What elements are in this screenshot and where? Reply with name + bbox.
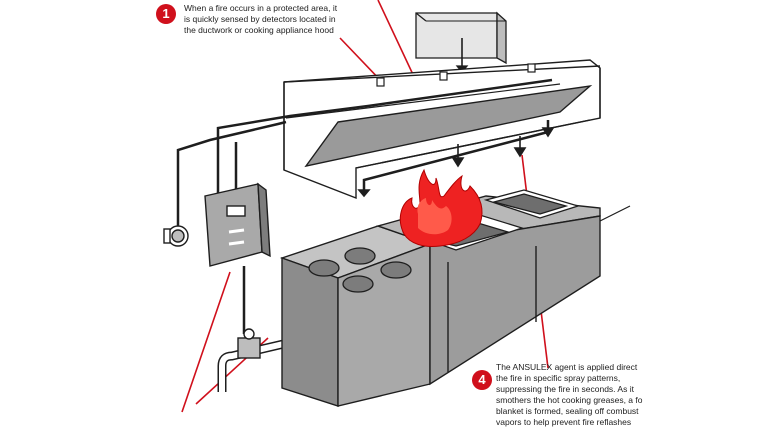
callout-badge-4: 4 (472, 370, 492, 390)
nozzle-icon (357, 120, 555, 198)
callout-1-line: the ductwork or cooking appliance hood (184, 25, 334, 35)
leader-line-panel-a (181, 271, 231, 413)
callout-4-line: smothers the hot cooking greases, a fo (496, 395, 643, 405)
callout-1-line: is quickly sensed by detectors located i… (184, 14, 336, 24)
hood-icon (283, 59, 601, 200)
flame-icon (399, 168, 483, 247)
control-panel-icon (204, 182, 271, 334)
callout-4-line: blanket is formed, sealing off combust (496, 406, 639, 416)
manual-pull-station-icon (163, 225, 189, 247)
callout-4-line: vapors to help prevent fire reflashes (496, 417, 632, 427)
detector-icon (376, 63, 536, 87)
callout-text-1: When a fire occurs in a protected area, … (184, 3, 337, 36)
callout-text-4: The ANSULEX agent is applied direct the … (496, 362, 642, 428)
callout-4-line: The ANSULEX agent is applied direct (496, 362, 638, 372)
callout-4-line: suppressing the fire in seconds. As it (496, 384, 634, 394)
callout-badge-1: 1 (156, 4, 176, 24)
duct-icon (415, 11, 507, 74)
callout-4-line: the fire in specific spray patterns, (496, 373, 621, 383)
callout-1-line: When a fire occurs in a protected area, … (184, 3, 338, 13)
range-burner-icon (308, 247, 412, 293)
gas-valve-icon (217, 328, 294, 392)
floor-line (597, 205, 631, 223)
